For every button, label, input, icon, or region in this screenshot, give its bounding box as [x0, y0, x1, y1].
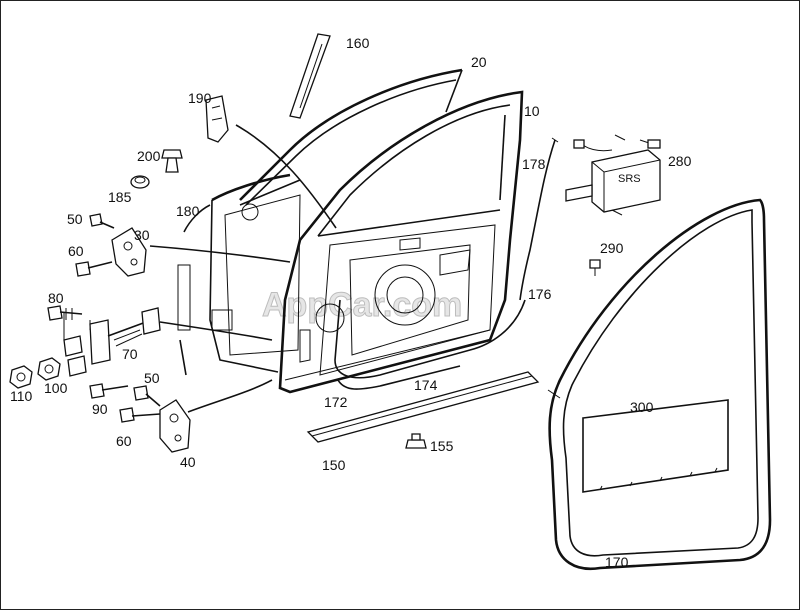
label-178: 178: [522, 156, 546, 172]
label-70: 70: [122, 346, 138, 362]
label-10: 10: [524, 103, 540, 119]
label-170: 170: [605, 554, 629, 570]
label-40: 40: [180, 454, 196, 470]
part-178-cable: [519, 137, 559, 301]
part-174-lower-seal: [337, 365, 461, 390]
part-labels: 160 20 10 190 200 185 180 50 30 60 80 70…: [10, 35, 692, 570]
part-30-upper-hinge: [111, 227, 147, 277]
part-40-lower-hinge: [159, 399, 191, 453]
label-110: 110: [10, 388, 33, 404]
part-80-bolt: [47, 305, 83, 321]
label-200: 200: [137, 148, 161, 164]
part-50-bolt-upper: [89, 213, 115, 229]
part-50-bolt-lower: [133, 385, 161, 407]
label-60-upper: 60: [68, 243, 84, 259]
part-90-bolt: [89, 383, 129, 399]
srs-text: SRS: [618, 173, 641, 185]
part-60-bolt-lower: [119, 407, 161, 423]
part-10-door-shell: [278, 90, 524, 394]
label-30: 30: [134, 227, 150, 243]
label-150: 150: [322, 457, 346, 473]
part-60-bolt-upper: [75, 261, 113, 277]
label-190: 190: [188, 90, 212, 106]
label-176: 176: [528, 286, 552, 302]
part-170-door-seal: [547, 198, 772, 571]
part-160-window-strip: [289, 33, 331, 119]
part-155-clip: [405, 433, 427, 449]
label-60-lower: 60: [116, 433, 132, 449]
label-80: 80: [48, 290, 64, 306]
label-155: 155: [430, 438, 454, 454]
label-300: 300: [630, 399, 654, 415]
part-100-nut: [37, 357, 61, 381]
part-300-insulation: [582, 399, 729, 493]
part-176-seal: [334, 299, 526, 379]
watermark: AppCar.com: [262, 286, 462, 324]
label-290: 290: [600, 240, 624, 256]
label-185: 185: [108, 189, 132, 205]
label-172: 172: [324, 394, 348, 410]
label-174: 174: [414, 377, 438, 393]
part-290-plug: [589, 259, 601, 276]
label-90: 90: [92, 401, 108, 417]
label-160: 160: [346, 35, 370, 51]
label-100: 100: [44, 380, 68, 396]
label-50-upper: 50: [67, 211, 83, 227]
part-200-clip: [161, 149, 183, 173]
part-70-check-strap: [89, 307, 161, 365]
label-50-lower: 50: [144, 370, 160, 386]
part-190-bracket: [205, 95, 229, 143]
part-280-srs-module: SRS: [565, 134, 661, 216]
part-20-frame-seal: [239, 68, 463, 206]
part-150-sill-strip: [306, 371, 540, 443]
leader-lines: [149, 124, 337, 413]
part-185-grommet: [130, 175, 150, 189]
part-hinge-pin-assembly: [63, 312, 91, 377]
part-110-nut: [9, 365, 33, 389]
label-20: 20: [471, 54, 487, 70]
label-280: 280: [668, 153, 692, 169]
part-180-door-panel: [177, 173, 301, 376]
label-180: 180: [176, 203, 200, 219]
